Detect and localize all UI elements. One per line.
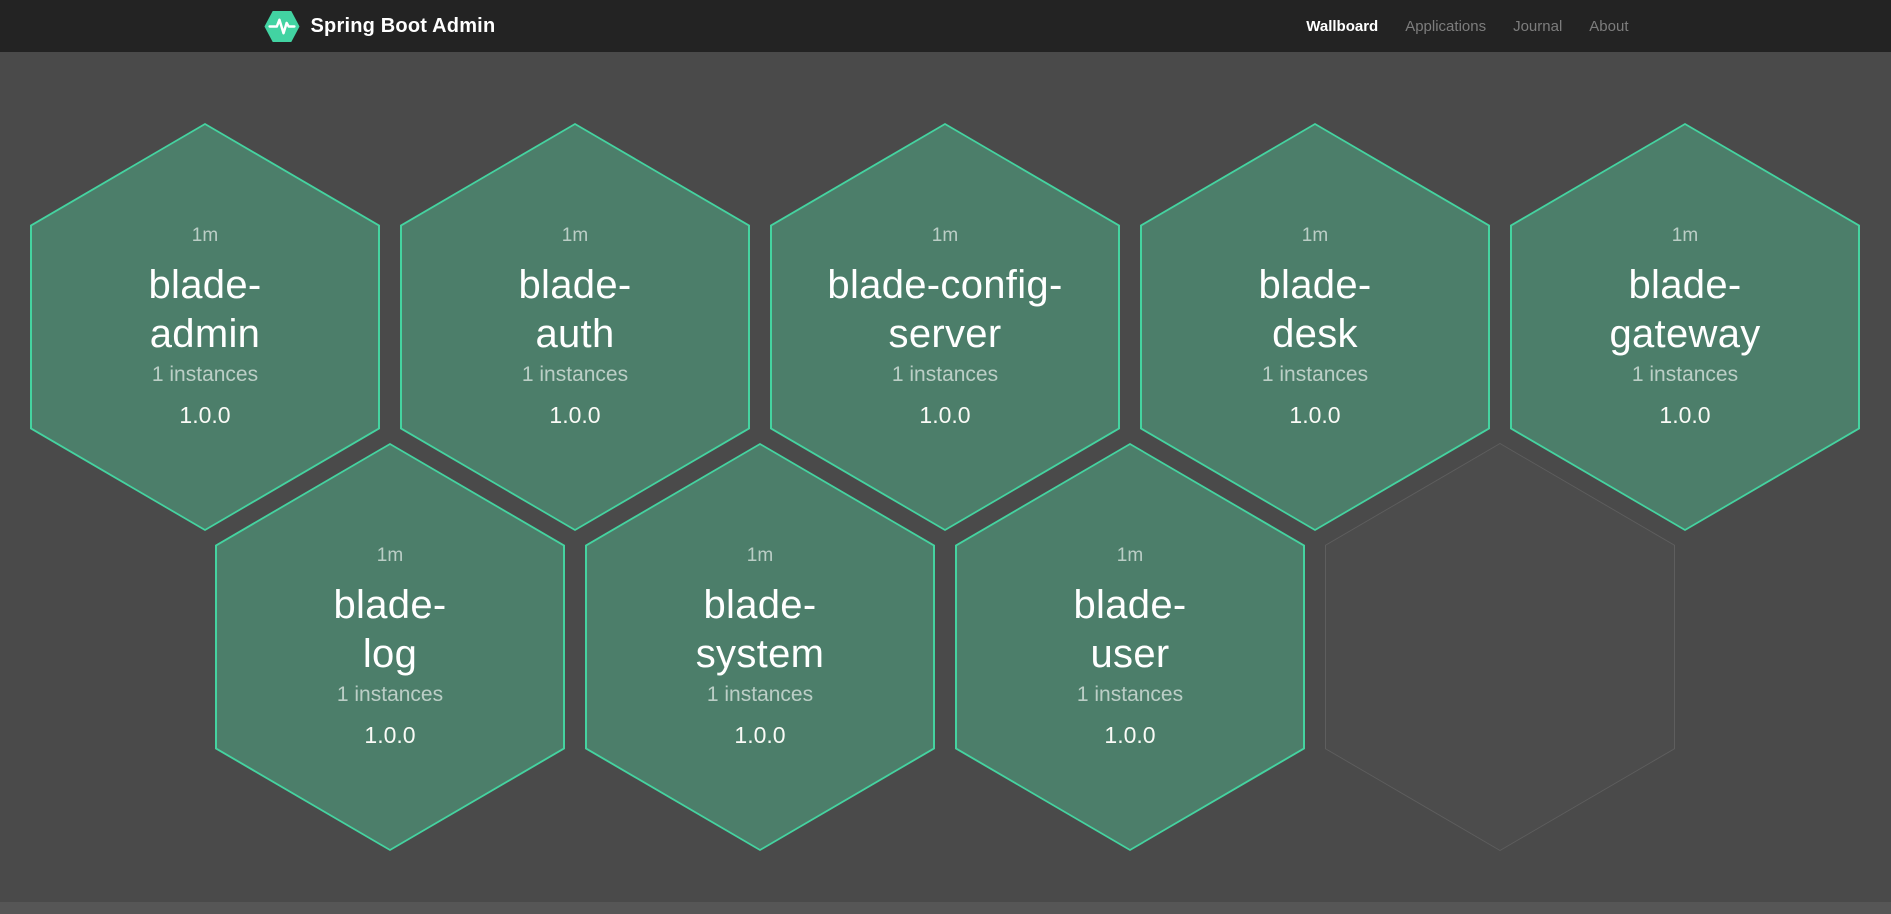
brand-link[interactable]: Spring Boot Admin: [263, 10, 496, 43]
app-instances: 1 instances: [1261, 363, 1369, 387]
app-name: blade-gateway: [1609, 262, 1761, 356]
app-uptime: 1m: [191, 224, 219, 246]
app-name: blade-admin: [148, 262, 262, 356]
app-version: 1.0.0: [1104, 722, 1156, 749]
app-instances: 1 instances: [706, 683, 814, 707]
app-uptime: 1m: [746, 544, 774, 566]
app-instances: 1 instances: [1076, 683, 1184, 707]
app-uptime: 1m: [376, 544, 404, 566]
app-instances: 1 instances: [336, 683, 444, 707]
hexagon-content: 1m blade-system 1 instances 1.0.0: [585, 443, 935, 851]
app-instances: 1 instances: [151, 363, 259, 387]
nav-item-applications[interactable]: Applications: [1405, 17, 1487, 35]
hexagon-content: 1m blade-admin 1 instances 1.0.0: [30, 123, 380, 531]
app-version: 1.0.0: [549, 402, 601, 429]
app-name: blade-config-server: [827, 262, 1063, 356]
nav-item-about[interactable]: About: [1589, 17, 1629, 35]
app-hexagon-blade-log[interactable]: 1m blade-log 1 instances 1.0.0: [215, 443, 565, 851]
empty-hexagon-slot: [1325, 443, 1675, 851]
hexagon-content: 1m blade-gateway 1 instances 1.0.0: [1510, 123, 1860, 531]
app-name: blade-log: [333, 582, 447, 676]
pulse-hexagon-icon: [263, 10, 300, 42]
app-version: 1.0.0: [1659, 402, 1711, 429]
hexagon-content: 1m blade-log 1 instances 1.0.0: [215, 443, 565, 851]
hexagon-content: 1m blade-user 1 instances 1.0.0: [955, 443, 1305, 851]
app-version: 1.0.0: [919, 402, 971, 429]
app-name: blade-system: [695, 582, 825, 676]
app-name: blade-auth: [518, 262, 632, 356]
navbar-links: Wallboard Applications Journal About: [1279, 18, 1628, 35]
app-version: 1.0.0: [179, 402, 231, 429]
top-navbar: Spring Boot Admin Wallboard Applications…: [0, 0, 1891, 52]
hexagon-content: 1m blade-auth 1 instances 1.0.0: [400, 123, 750, 531]
app-hexagon-blade-admin[interactable]: 1m blade-admin 1 instances 1.0.0: [30, 123, 380, 531]
app-version: 1.0.0: [364, 722, 416, 749]
navbar-container: Spring Boot Admin Wallboard Applications…: [263, 0, 1629, 52]
app-uptime: 1m: [1116, 544, 1144, 566]
hexagon-content: 1m blade-desk 1 instances 1.0.0: [1140, 123, 1490, 531]
app-hexagon-blade-user[interactable]: 1m blade-user 1 instances 1.0.0: [955, 443, 1305, 851]
nav-item-journal[interactable]: Journal: [1513, 17, 1563, 35]
nav-item-wallboard[interactable]: Wallboard: [1306, 17, 1379, 35]
horizontal-scrollbar-track[interactable]: [0, 902, 1891, 914]
brand-title: Spring Boot Admin: [310, 14, 496, 37]
app-version: 1.0.0: [1289, 402, 1341, 429]
hexagon-content: 1m blade-config-server 1 instances 1.0.0: [770, 123, 1120, 531]
app-uptime: 1m: [561, 224, 589, 246]
app-hexagon-blade-desk[interactable]: 1m blade-desk 1 instances 1.0.0: [1140, 123, 1490, 531]
app-uptime: 1m: [1301, 224, 1329, 246]
app-name: blade-desk: [1258, 262, 1372, 356]
app-instances: 1 instances: [891, 363, 999, 387]
app-hexagon-blade-system[interactable]: 1m blade-system 1 instances 1.0.0: [585, 443, 935, 851]
app-instances: 1 instances: [1631, 363, 1739, 387]
app-hexagon-blade-gateway[interactable]: 1m blade-gateway 1 instances 1.0.0: [1510, 123, 1860, 531]
app-instances: 1 instances: [521, 363, 629, 387]
app-name: blade-user: [1073, 582, 1187, 676]
app-version: 1.0.0: [734, 722, 786, 749]
app-hexagon-blade-config-server[interactable]: 1m blade-config-server 1 instances 1.0.0: [770, 123, 1120, 531]
wallboard: 1m blade-admin 1 instances 1.0.0 1m blad…: [0, 52, 1891, 914]
app-uptime: 1m: [1671, 224, 1699, 246]
app-hexagon-blade-auth[interactable]: 1m blade-auth 1 instances 1.0.0: [400, 123, 750, 531]
app-uptime: 1m: [931, 224, 959, 246]
